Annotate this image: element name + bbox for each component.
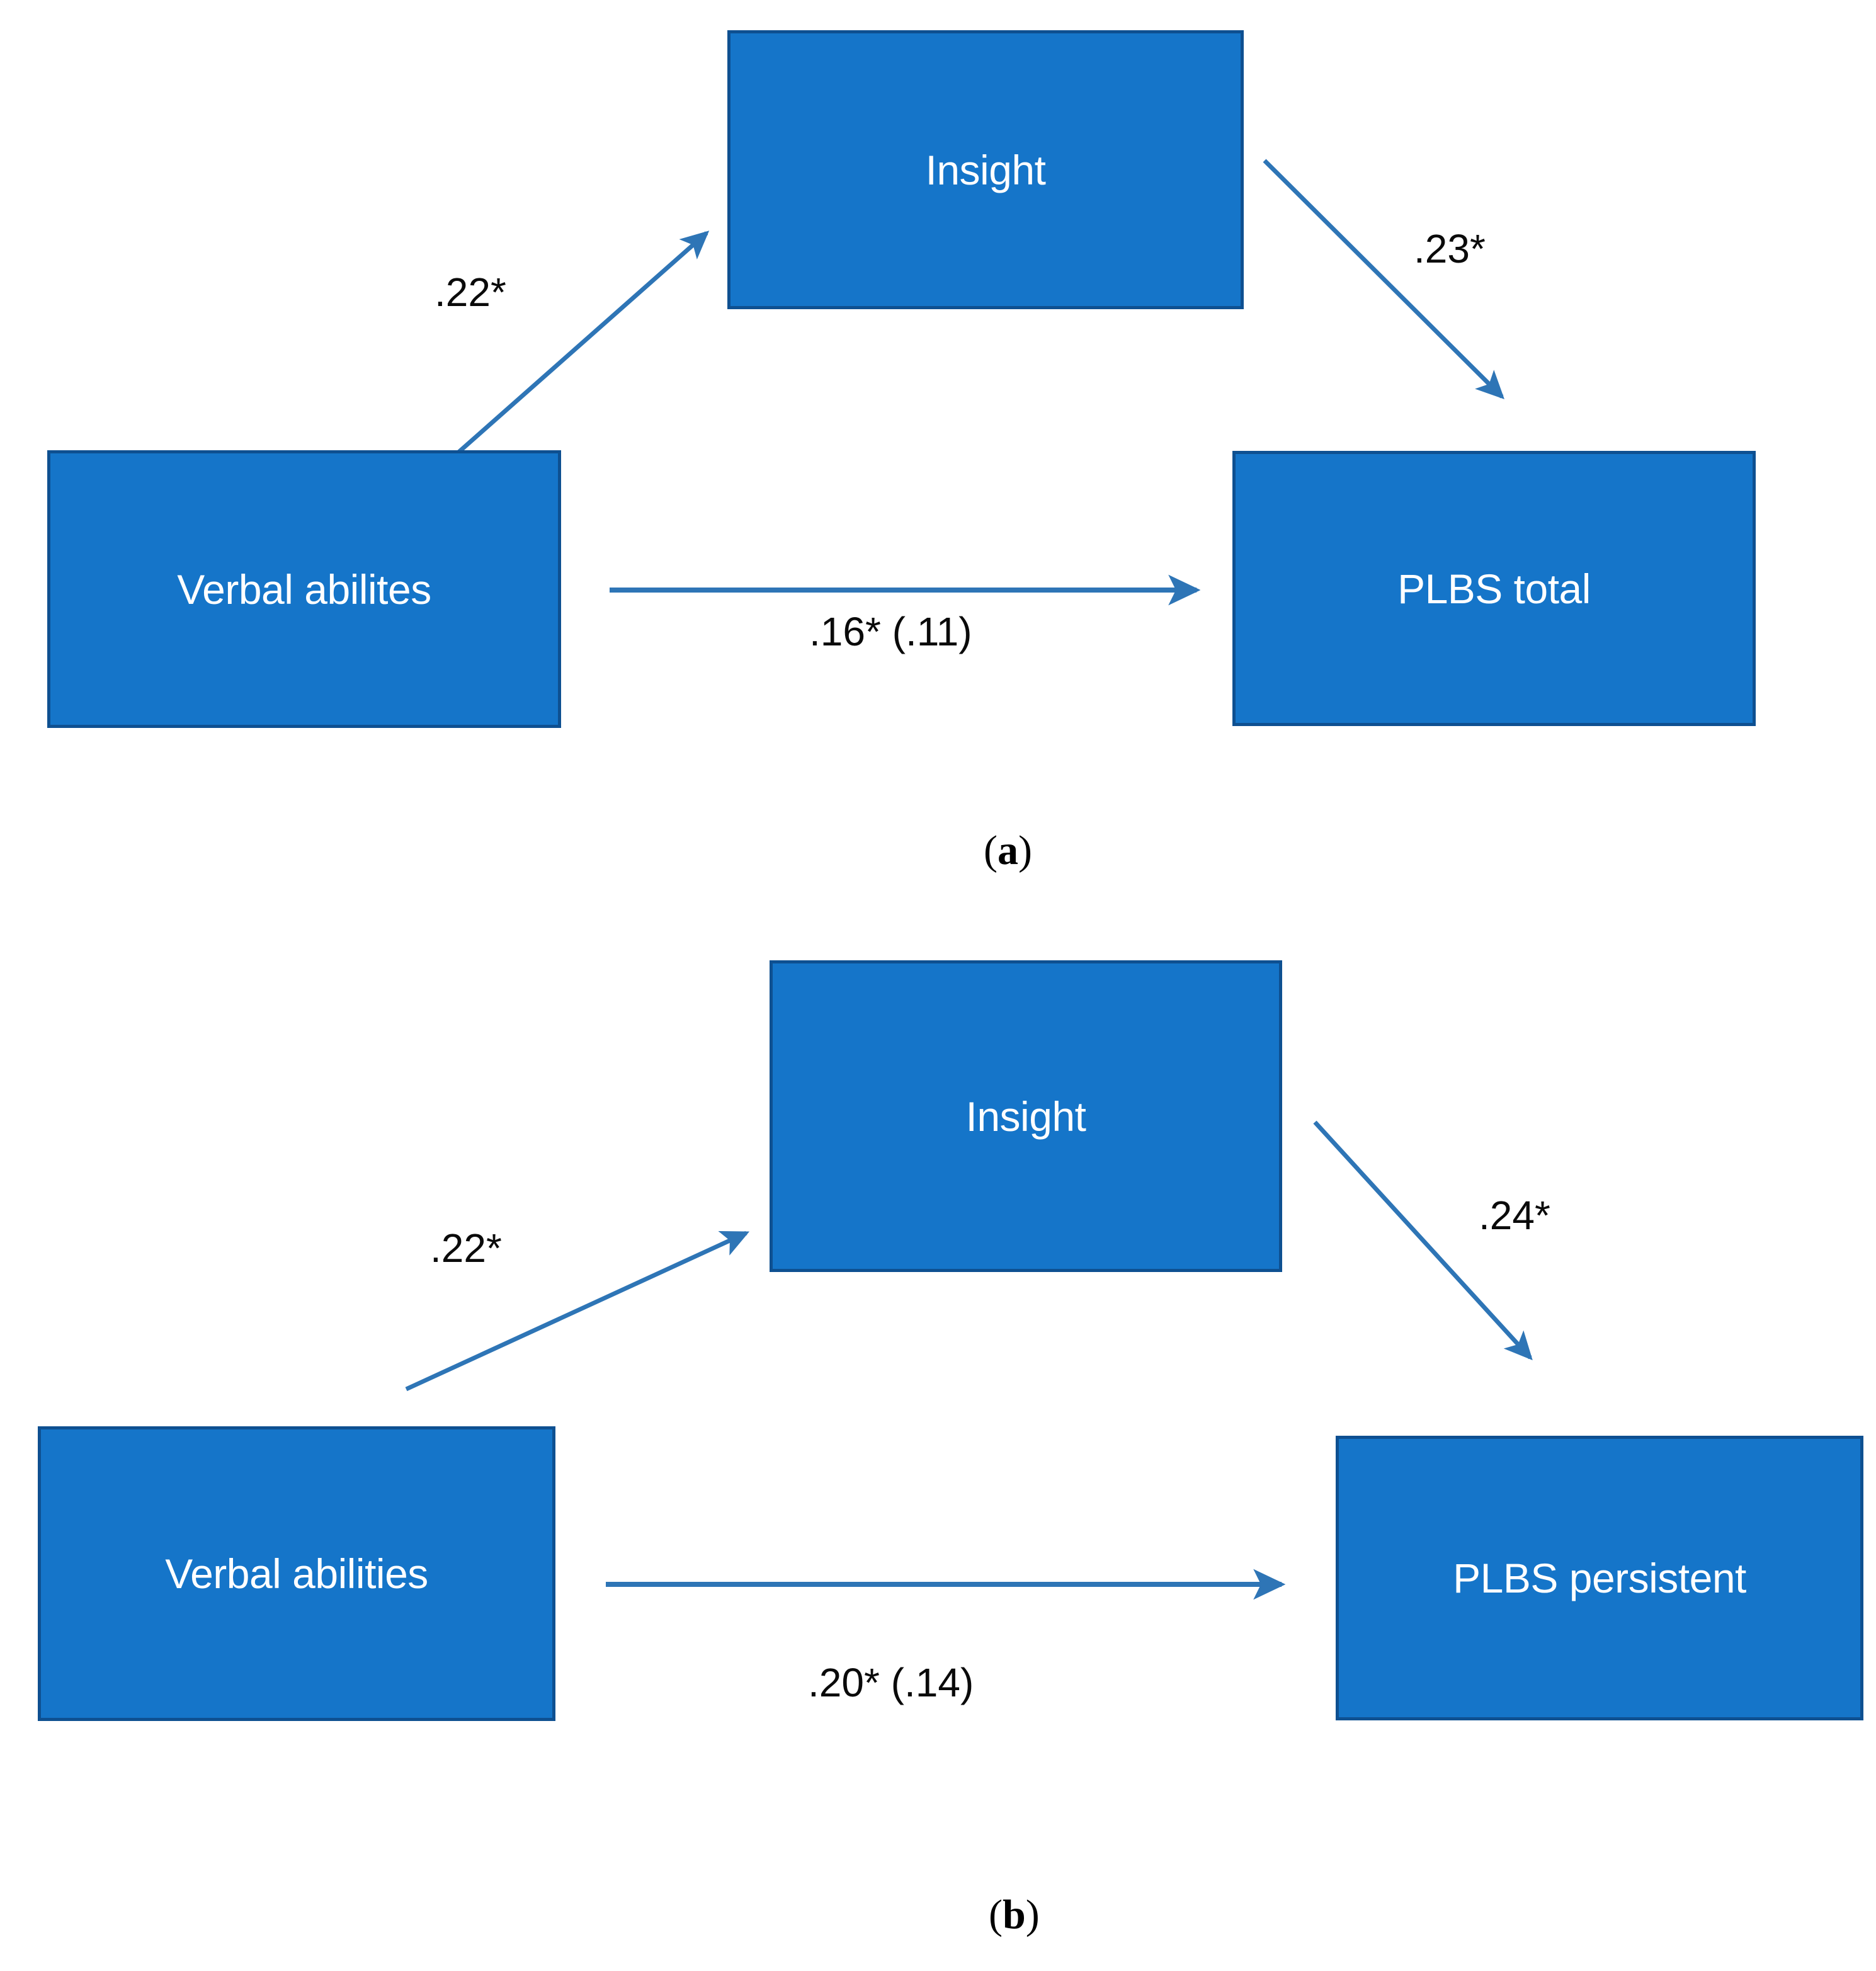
panel-b-node-verbal-abilities[interactable]: Verbal abilities [38,1426,555,1721]
panel-b-caption: (b) [989,1892,1040,1938]
panel-a-path-c-label: .16* (.11) [809,609,972,654]
panel-b-path-c-label: .20* (.14) [808,1660,974,1705]
arrow-a-mediator-to-outcome [1263,159,1504,399]
panel-a-verbal-abilities-label: Verbal abilites [177,565,431,613]
panel-a-caption-letter: a [997,827,1018,873]
panel-b-verbal-abilities-label: Verbal abilities [165,1550,428,1597]
panel-a-plbs-total-label: PLBS total [1397,565,1591,612]
panel-b-node-plbs-persistent[interactable]: PLBS persistent [1336,1436,1863,1720]
panel-a-node-plbs-total[interactable]: PLBS total [1232,451,1756,726]
panel-b-insight-label: Insight [965,1093,1086,1140]
panel-b-node-insight[interactable]: Insight [770,960,1282,1272]
arrow-a-predictor-to-mediator [455,230,710,455]
arrow-b-mediator-to-outcome [1313,1120,1533,1361]
panel-a-node-insight[interactable]: Insight [727,30,1244,309]
panel-a-node-verbal-abilities[interactable]: Verbal abilites [47,450,561,728]
panel-a-insight-label: Insight [925,146,1046,193]
panel-b-path-b-label: .24* [1479,1193,1550,1238]
panel-b-path-a-label: .22* [430,1225,502,1271]
panel-a-path-a-label: .22* [435,270,506,315]
panel-a-path-b-label: .23* [1414,226,1486,271]
panel-b-caption-letter: b [1002,1892,1026,1938]
panel-b-plbs-persistent-label: PLBS persistent [1453,1555,1746,1601]
panel-a-caption: (a) [984,827,1032,873]
